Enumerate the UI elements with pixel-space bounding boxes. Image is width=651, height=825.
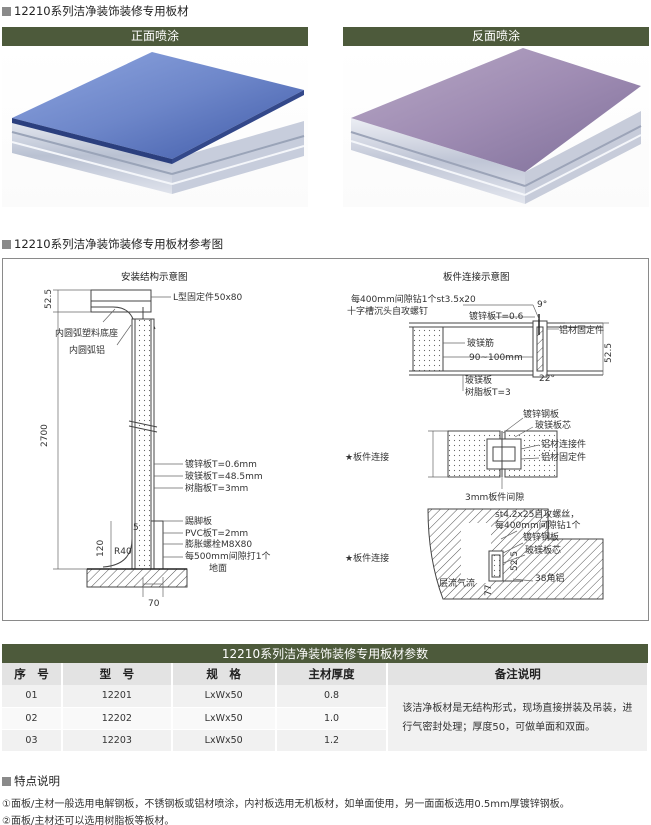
install-diagram-title: 安装结构示意图	[121, 271, 188, 283]
photo-panel-front: 正面喷涂	[2, 27, 308, 207]
cell-remark: 该洁净板材是无结构形式，现场直接拼装及吊装，进行气密封处理；厚度50，可做单面和…	[387, 685, 649, 752]
steel-label: 镀锌板T=0.6mm	[185, 458, 257, 470]
dim-height: 2700	[40, 424, 50, 447]
r40-label: R40	[114, 547, 132, 557]
connection-drawing-top	[409, 304, 609, 391]
section-title-text: 特点说明	[14, 774, 60, 788]
section-title-features: 特点说明	[2, 773, 60, 789]
dim-70: 70	[148, 599, 160, 609]
panel-image-front	[2, 46, 308, 207]
star-connection-label-1: ★板件连接	[345, 451, 389, 463]
connection-drawing-mid	[428, 417, 558, 489]
inner-alu-label: 内圆弧铝	[69, 344, 105, 356]
col-header-thickness: 主材厚度	[275, 663, 389, 685]
photo-panel-back: 反面喷涂	[343, 27, 649, 207]
steel06-label: 镀锌板T=0.6	[469, 310, 524, 322]
section-title-diagram: 12210系列洁净装饰装修专用板材参考图	[2, 236, 223, 252]
table-title: 12210系列洁净装饰装修专用板材参数	[2, 644, 648, 663]
drill-label: 每400mm间隙钻1个st3.5x20	[351, 293, 476, 305]
resin-label: 树脂板T=3mm	[185, 482, 248, 494]
cell-no: 03	[2, 729, 63, 752]
col-header-model: 型 号	[61, 663, 173, 685]
steel-plate-label: 镀锌钢板	[523, 408, 559, 420]
mg-core-label: 玻镁板芯	[535, 419, 571, 431]
square-bullet-icon	[2, 239, 11, 249]
cell-model: 12201	[61, 685, 173, 708]
gap-label: 3mm板件间隙	[465, 491, 524, 503]
section-title-products: 12210系列洁净装饰装修专用板材	[2, 3, 189, 19]
photo-header: 反面喷涂	[343, 27, 649, 46]
section-title-text: 12210系列洁净装饰装修专用板材参考图	[14, 237, 224, 251]
st42-label: st4.2x25自攻螺丝，	[495, 508, 579, 520]
resin3-label: 树脂板T=3	[465, 386, 511, 398]
cell-spec: LxWx50	[171, 707, 277, 730]
col-header-remark: 备注说明	[387, 663, 649, 685]
square-bullet-icon	[2, 6, 11, 16]
rib-label: 玻镁筋	[467, 337, 494, 349]
photo-header: 正面喷涂	[2, 27, 308, 46]
spacing-label: 每500mm间隙打1个	[185, 550, 270, 562]
table-row: 01 12201 LxWx50 0.8 该洁净板材是无结构形式，现场直接拼装及吊…	[2, 685, 649, 752]
reference-diagram: 安装结构示意图 板件连接示意图	[2, 258, 649, 621]
inner-plastic-label: 内圆弧塑料底座	[55, 327, 118, 339]
l-bracket-label: L型固定件50x80	[173, 291, 243, 303]
table-row: 02 12202 LxWx50 1.0	[2, 707, 648, 730]
glass-mg-label: 玻镁板	[465, 374, 492, 386]
spec-table: 12210系列洁净装饰装修专用板材参数 序 号 型 号 规 格 主材厚度 备注说…	[2, 644, 649, 752]
cell-no: 02	[2, 707, 63, 730]
col-header-no: 序 号	[2, 663, 63, 685]
table-row: 03 12203 LxWx50 1.2	[2, 729, 648, 752]
cell-model: 12202	[61, 707, 173, 730]
cell-spec: LxWx50	[171, 685, 277, 708]
dim-120: 120	[96, 540, 106, 557]
alu-fix-label: 铝材固定件	[559, 324, 604, 336]
pvc-label: PVC板T=2mm	[185, 527, 248, 539]
airflow-label: 层流气流	[439, 577, 475, 589]
alu-conn-label: 铝材连接件	[541, 438, 586, 450]
glass-mg-label: 玻镁板T=48.5mm	[185, 470, 263, 482]
drill2-label: 每400mm间隙钻1个	[495, 519, 580, 531]
connection-drawing-bottom	[427, 508, 604, 600]
cell-model: 12203	[61, 729, 173, 752]
cell-thickness: 1.2	[275, 729, 389, 752]
dim-5: 5	[133, 523, 139, 533]
dim-525b: 52.5	[510, 551, 520, 571]
cell-thickness: 1.0	[275, 707, 389, 730]
dim-22: 22°	[539, 374, 555, 384]
screw-label: 十字槽沉头自攻螺钉	[347, 305, 428, 317]
bolt-label: 膨胀螺栓M8X80	[185, 538, 252, 550]
range-label: 90~100mm	[469, 353, 523, 363]
dim-9: 9°	[537, 300, 547, 310]
feature-item-2: ②面板/主材还可以选用树脂板等板材。	[2, 816, 175, 825]
feature-item-1: ①面板/主材一般选用电解钢板，不锈钢板或铝材喷涂，内衬板选用无机板材，如单面使用…	[2, 799, 570, 810]
dim-77: 77	[484, 585, 494, 596]
dim-top: 52.5	[44, 289, 54, 309]
angle-label: 38角铝	[535, 572, 564, 584]
section-title-text: 12210系列洁净装饰装修专用板材	[14, 4, 189, 18]
col-header-spec: 规 格	[171, 663, 277, 685]
steel-plate2-label: 镀锌钢板	[523, 531, 559, 543]
square-bullet-icon	[2, 776, 11, 786]
connection-diagram-title: 板件连接示意图	[443, 271, 510, 283]
star-connection-label-2: ★板件连接	[345, 552, 389, 564]
install-structure-drawing	[53, 289, 188, 597]
skirting-label: 踢脚板	[185, 515, 212, 527]
floor-label: 地面	[209, 562, 227, 574]
alu-fix2-label: 铝材固定件	[541, 451, 586, 463]
mg-core2-label: 玻镁板芯	[525, 544, 561, 556]
cell-thickness: 0.8	[275, 685, 389, 708]
dim-525: 52.5	[604, 343, 614, 363]
cell-spec: LxWx50	[171, 729, 277, 752]
cell-no: 01	[2, 685, 63, 708]
panel-image-back	[343, 46, 649, 207]
